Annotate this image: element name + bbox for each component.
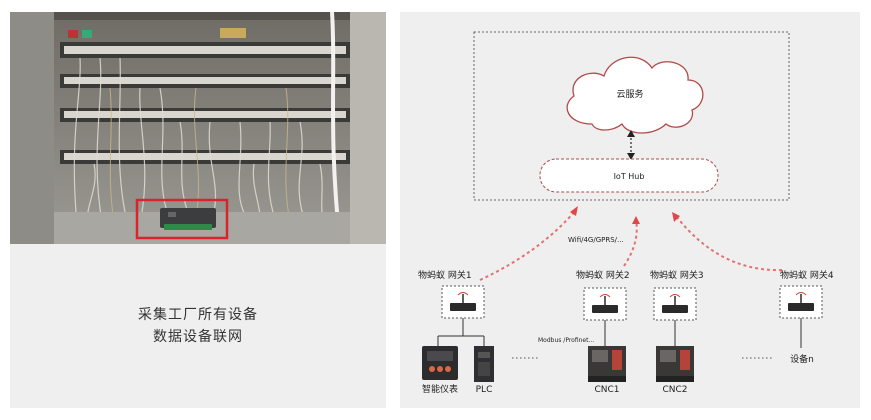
cnc2-icon — [656, 346, 694, 382]
gateway-highlight-box — [135, 198, 229, 240]
plc-icon — [474, 346, 494, 382]
cloud-boundary — [473, 31, 790, 201]
device-cnc1-label: CNC1 — [594, 385, 619, 395]
caption-line-1: 采集工厂所有设备 — [138, 307, 258, 323]
iot-hub-box — [539, 158, 719, 193]
device-n-label: 设备n — [790, 353, 814, 365]
cloud-icon — [566, 56, 704, 134]
link-gateway1 — [479, 209, 577, 281]
right-panel: 云服务 IoT Hub Wifi/4G/GPRS/... 物蚂蚁 网关1 物蚂蚁… — [400, 12, 860, 408]
left-caption: 采集工厂所有设备 数据设备联网 — [10, 244, 386, 408]
caption-line-2: 数据设备联网 — [153, 329, 243, 345]
gateway2-label: 物蚂蚁 网关2 — [576, 269, 630, 281]
device-plc-label: PLC — [476, 385, 493, 395]
wireless-label: Wifi/4G/GPRS/... — [568, 236, 624, 244]
device-cnc2-label: CNC2 — [662, 385, 687, 395]
device-smart-meter-label: 智能仪表 — [422, 383, 458, 395]
gateway1-router-icon — [441, 285, 485, 319]
link-gateway4 — [675, 215, 783, 272]
smart-meter-icon — [422, 346, 458, 380]
gateway1-label: 物蚂蚁 网关1 — [418, 269, 472, 281]
gateway3-label: 物蚂蚁 网关3 — [650, 269, 704, 281]
bus-label: Modbus /Profinet... — [538, 337, 594, 344]
gateway2-router-icon — [583, 287, 627, 321]
cnc1-icon — [588, 346, 626, 382]
gateway4-label: 物蚂蚁 网关4 — [780, 269, 834, 281]
gateway3-router-icon — [653, 287, 697, 321]
left-panel: 采集工厂所有设备 数据设备联网 — [10, 12, 386, 408]
gateway4-router-icon — [779, 285, 823, 319]
cloud-label: 云服务 — [616, 88, 643, 100]
iot-hub-label: IoT Hub — [614, 172, 645, 181]
iot-topology-diagram: 云服务 IoT Hub Wifi/4G/GPRS/... 物蚂蚁 网关1 物蚂蚁… — [418, 31, 834, 395]
link-gateway2 — [623, 219, 638, 267]
control-cabinet-photo — [10, 12, 386, 244]
